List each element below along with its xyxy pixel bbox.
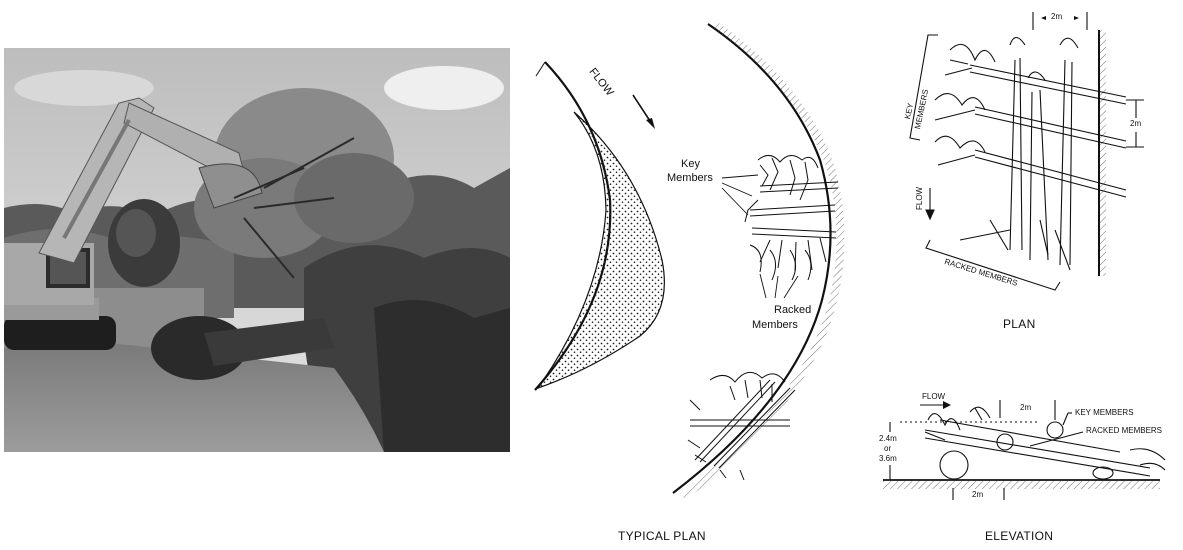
elevation-dim-top: 2m (1020, 403, 1031, 412)
elevation-height-line2: or (884, 444, 891, 453)
plan-dim-right: 2m (1130, 119, 1141, 128)
elevation-key-label: KEY MEMBERS (1075, 408, 1134, 417)
plan-dim-top: 2m (1051, 12, 1062, 21)
elevation-dim-bottom: 2m (972, 490, 983, 499)
key-members-label-line1: Key (681, 158, 700, 170)
racked-members-label-line1: Racked (774, 304, 811, 316)
racked-members-leaders (760, 274, 798, 298)
elevation-height-line1: 2.4m (879, 434, 897, 443)
key-members-leaders (722, 175, 758, 215)
elevation-flow-label: FLOW (922, 392, 945, 401)
plan-caption: PLAN (1003, 317, 1036, 331)
right-bank-line (673, 24, 831, 493)
plan-flow-label: FLOW (915, 187, 924, 210)
plan-diagram (910, 12, 1144, 290)
elevation-caption: ELEVATION (985, 529, 1053, 543)
racked-members-label-line2: Members (752, 319, 798, 331)
point-bar (538, 112, 664, 388)
typical-plan-caption: TYPICAL PLAN (618, 529, 706, 543)
elevation-height-line3: 3.6m (879, 454, 897, 463)
key-members-label-line2: Members (667, 172, 713, 184)
elevation-racked-label: RACKED MEMBERS (1086, 426, 1162, 435)
